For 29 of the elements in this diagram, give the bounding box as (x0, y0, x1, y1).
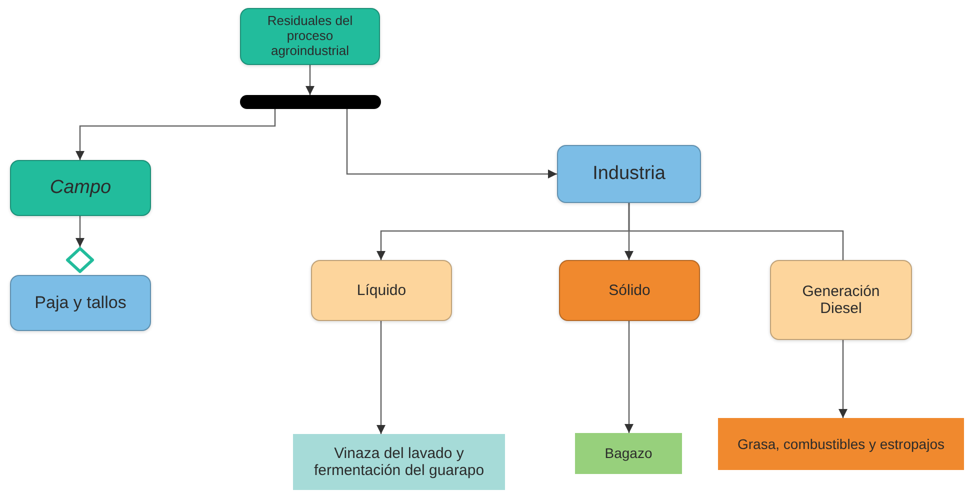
process-box (557, 145, 701, 203)
output-box (718, 418, 964, 470)
arrow (376, 321, 386, 434)
output-box (575, 433, 682, 474)
node-label: Paja y tallos (34, 293, 126, 313)
node-label: Bagazo (604, 445, 652, 462)
process-box (10, 160, 151, 216)
node-label: Líquido (356, 282, 406, 300)
process-box (311, 260, 452, 321)
arrow (306, 65, 314, 95)
process-box (770, 260, 912, 340)
node-label: Grasa, combustibles y estropajos (738, 436, 944, 452)
node-label: Residuales del proceso agroindustrial (266, 14, 354, 59)
node-label: Vinaza del lavado y fermentación del guarapo (312, 444, 486, 480)
process-box (10, 275, 151, 331)
node-label: Sólido (608, 282, 650, 300)
process-box (559, 260, 700, 321)
process-box (240, 8, 380, 65)
node-label: Campo (50, 177, 112, 199)
arrow (76, 109, 276, 160)
fork-bar (240, 95, 381, 109)
node-label: Industria (592, 163, 666, 185)
decision-diamond (66, 247, 94, 273)
output-box (293, 434, 505, 490)
arrow (838, 340, 848, 418)
node-label: Generación Diesel (801, 282, 881, 318)
arrow (76, 216, 84, 247)
arrow (346, 109, 557, 178)
arrow (624, 321, 634, 433)
